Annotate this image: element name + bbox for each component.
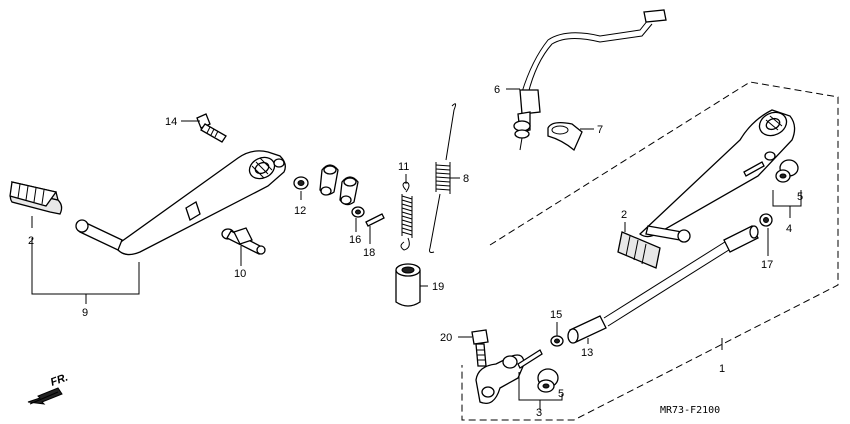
callout-18: 18 (363, 247, 375, 259)
diagram-code: MR73-F2100 (660, 405, 720, 416)
brake-pedal-left (75, 150, 286, 256)
callout-11: 11 (398, 161, 409, 173)
callout-1: 1 (719, 363, 725, 375)
callout-12: 12 (294, 205, 306, 217)
callout-2-left: 2 (28, 235, 34, 247)
direction-label: FR. (49, 371, 70, 388)
cotter-pin-18 (365, 213, 385, 227)
adjuster-5-upper (775, 159, 799, 183)
switch-clip-7 (547, 122, 583, 152)
callout-14: 14 (165, 116, 177, 128)
pedal-rubber-left (9, 181, 63, 215)
callout-10: 10 (234, 268, 246, 280)
nut-15 (550, 335, 564, 347)
callout-7: 7 (597, 124, 603, 136)
brake-switch-6 (513, 9, 667, 151)
callout-2-right: 2 (621, 209, 627, 221)
collar-19 (395, 263, 421, 307)
bolt-20 (471, 329, 489, 367)
adjuster-5-lower (537, 368, 559, 393)
callout-17: 17 (761, 259, 773, 271)
pivot-bolt-10 (221, 227, 266, 255)
leader-lines (31, 88, 802, 410)
nut-17 (759, 213, 773, 227)
callout-15: 15 (550, 309, 562, 321)
spring-11 (400, 181, 413, 251)
pedal-rubber-right (617, 231, 661, 269)
pin-4 (743, 161, 765, 177)
assembly-outline (461, 81, 839, 421)
clevis-links (319, 164, 359, 206)
callout-6: 6 (494, 84, 500, 96)
brake-pedal-right (638, 109, 796, 243)
callout-19: 19 (432, 281, 444, 293)
nut-16 (351, 206, 365, 218)
callout-5-upper: 5 (797, 191, 803, 203)
callout-13: 13 (581, 347, 593, 359)
callout-20: 20 (440, 332, 452, 344)
callout-9: 9 (82, 307, 88, 319)
callout-3: 3 (536, 407, 542, 419)
brake-rod-13 (567, 225, 759, 344)
front-arrow-icon (27, 387, 63, 405)
washer-12 (293, 176, 309, 190)
bolt-14 (196, 113, 227, 143)
callout-16: 16 (349, 234, 361, 246)
clevis-joint-3 (475, 349, 543, 405)
callout-4: 4 (786, 223, 792, 235)
callout-5-lower: 5 (558, 388, 564, 400)
callout-8: 8 (463, 173, 469, 185)
